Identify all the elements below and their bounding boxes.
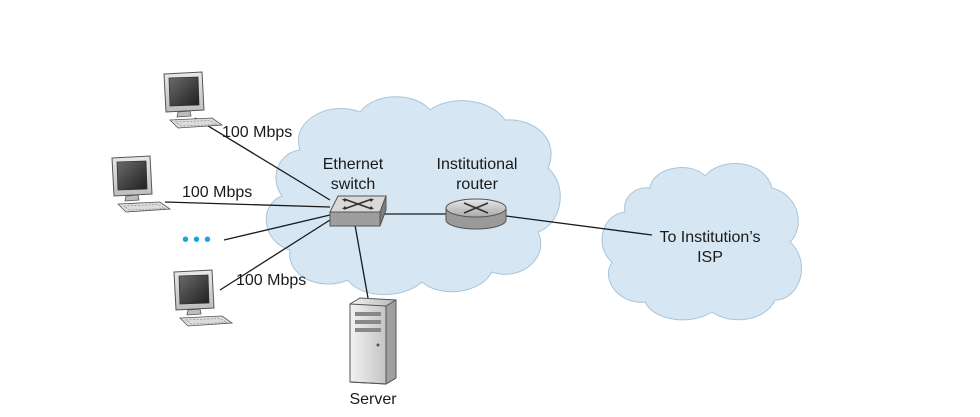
institutional-router-icon: [445, 198, 507, 230]
router-label-line2: router: [456, 176, 498, 193]
host-computer-2: [111, 155, 171, 213]
host2-link-speed-label: 100 Mbps: [182, 184, 252, 201]
link-host3-switch: [219, 219, 331, 291]
switch-label-line1: Ethernet: [323, 156, 384, 173]
isp-label-line2: ISP: [697, 249, 723, 266]
host-computer-1: [163, 71, 223, 129]
isp-cloud: [601, 163, 802, 321]
ethernet-switch-icon: [329, 195, 387, 227]
isp-label-line1: To Institution’s: [659, 229, 760, 246]
link-host2-switch: [164, 201, 331, 208]
more-hosts-dots: •••: [182, 229, 215, 251]
link-router-isp: [505, 215, 653, 236]
institution-cloud: [265, 96, 561, 295]
switch-label-line2: switch: [331, 176, 375, 193]
server-label: Server: [349, 391, 397, 408]
server-icon: [349, 297, 397, 385]
link-switch-server: [354, 224, 369, 299]
host1-link-speed-label: 100 Mbps: [222, 124, 292, 141]
router-label-line1: Institutional: [437, 156, 518, 173]
host-computer-3: [173, 269, 233, 327]
link-more-switch: [223, 214, 331, 241]
host3-link-speed-label: 100 Mbps: [236, 272, 306, 289]
link-host1-switch: [194, 117, 331, 201]
